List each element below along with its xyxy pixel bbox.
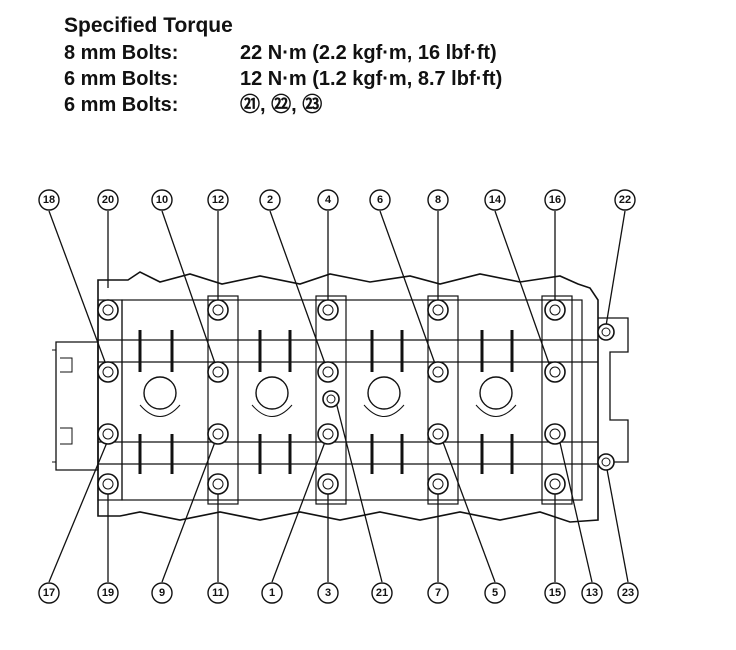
callout-top-18: 18 [38, 189, 60, 211]
spark-plug-holes [139, 376, 517, 417]
bolt-21 [322, 390, 340, 408]
bolt-4 [317, 299, 339, 321]
callout-bottom-13: 13 [581, 582, 603, 604]
spec-row-6mm: 6 mm Bolts: 12 N·m (1.2 kgf·m, 8.7 lbf·f… [64, 66, 502, 92]
svg-text:10: 10 [156, 194, 168, 206]
svg-text:9: 9 [159, 587, 165, 599]
bolt-17 [97, 423, 119, 445]
svg-text:23: 23 [622, 587, 634, 599]
bolt-13 [544, 423, 566, 445]
bolt-2 [317, 361, 339, 383]
svg-text:1: 1 [269, 587, 275, 599]
svg-text:2: 2 [267, 194, 273, 206]
spec-label: 6 mm Bolts: [64, 68, 179, 90]
callout-bottom-5: 5 [484, 582, 506, 604]
leader-lines [48, 210, 629, 583]
camshafts [98, 330, 598, 474]
bolt-8 [427, 299, 449, 321]
callout-bottom-3: 3 [317, 582, 339, 604]
bolt-6 [427, 361, 449, 383]
bolt-1 [317, 423, 339, 445]
bolt-19 [97, 473, 119, 495]
svg-text:14: 14 [489, 194, 502, 206]
bolt-9 [207, 423, 229, 445]
bolt-14 [544, 361, 566, 383]
svg-text:3: 3 [325, 587, 331, 599]
svg-text:11: 11 [212, 587, 224, 599]
bolt-18 [97, 361, 119, 383]
callout-top-20: 20 [97, 189, 119, 211]
bolts [97, 299, 615, 495]
callout-top-4: 4 [317, 189, 339, 211]
callout-top-22: 22 [614, 189, 636, 211]
svg-text:13: 13 [586, 587, 598, 599]
callout-bottom-11: 11 [207, 582, 229, 604]
bolt-23 [597, 453, 615, 471]
callout-bottom-21: 21 [371, 582, 393, 604]
svg-text:22: 22 [619, 194, 631, 206]
spec-row-8mm: 8 mm Bolts: 22 N·m (2.2 kgf·m, 16 lbf·ft… [64, 40, 497, 66]
spec-title: Specified Torque [64, 14, 233, 37]
callout-top-6: 6 [369, 189, 391, 211]
callout-top-12: 12 [207, 189, 229, 211]
callout-bottom-7: 7 [427, 582, 449, 604]
svg-text:6: 6 [377, 194, 383, 206]
spec-label: 6 mm Bolts: [64, 94, 179, 116]
callout-bottom-15: 15 [544, 582, 566, 604]
bolt-10 [207, 361, 229, 383]
spec-row-6mm-bolts: 6 mm Bolts: ㉑, ㉒, ㉓ [64, 92, 322, 118]
svg-text:5: 5 [492, 587, 498, 599]
bolt-22 [597, 323, 615, 341]
svg-text:4: 4 [325, 194, 332, 206]
cylinder-head-body [52, 271, 629, 523]
bolt-7 [427, 473, 449, 495]
callout-bottom-23: 23 [617, 582, 639, 604]
callout-top-2: 2 [259, 189, 281, 211]
svg-text:8: 8 [435, 194, 441, 206]
svg-text:15: 15 [549, 587, 561, 599]
bolt-3 [317, 473, 339, 495]
spec-label: 8 mm Bolts: [64, 42, 179, 64]
svg-text:21: 21 [376, 587, 388, 599]
bolt-12 [207, 299, 229, 321]
spec-value: 22 N·m (2.2 kgf·m, 16 lbf·ft) [240, 42, 497, 64]
callout-bottom-1: 1 [261, 582, 283, 604]
svg-text:20: 20 [102, 194, 114, 206]
callout-bottom-17: 17 [38, 582, 60, 604]
svg-text:17: 17 [43, 587, 55, 599]
callout-top-16: 16 [544, 189, 566, 211]
callout-top-14: 14 [484, 189, 506, 211]
torque-spec-block: Specified Torque 8 mm Bolts: 22 N·m (2.2… [64, 12, 502, 118]
spec-value: 12 N·m (1.2 kgf·m, 8.7 lbf·ft) [240, 68, 503, 90]
svg-text:19: 19 [102, 587, 114, 599]
bolt-5 [427, 423, 449, 445]
callout-top-8: 8 [427, 189, 449, 211]
svg-text:16: 16 [549, 194, 561, 206]
callout-top-10: 10 [151, 189, 173, 211]
callout-bottom-9: 9 [151, 582, 173, 604]
svg-text:7: 7 [435, 587, 441, 599]
bolt-20 [97, 299, 119, 321]
bolt-16 [544, 299, 566, 321]
bolt-11 [207, 473, 229, 495]
svg-text:12: 12 [212, 194, 224, 206]
svg-text:18: 18 [43, 194, 55, 206]
bolt-15 [544, 473, 566, 495]
spec-value: ㉑, ㉒, ㉓ [240, 94, 323, 116]
callout-bottom-19: 19 [97, 582, 119, 604]
